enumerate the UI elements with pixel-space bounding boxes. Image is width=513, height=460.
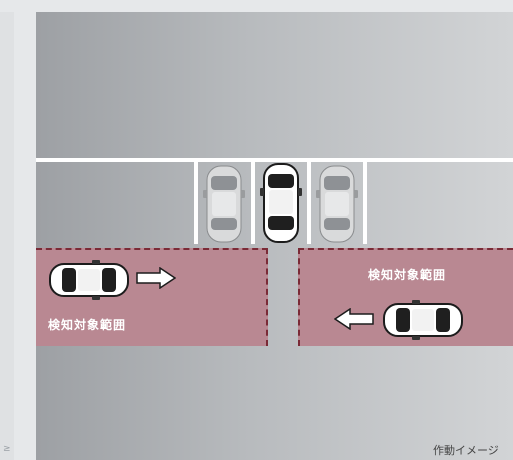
detection-zone-right: 検知対象範囲 (298, 248, 513, 346)
left-panel: ≥ (0, 12, 14, 460)
arrow-right-icon (136, 267, 176, 289)
reversing-car-icon (260, 163, 302, 243)
approaching-car-icon (49, 260, 129, 300)
approaching-car-icon (383, 300, 463, 340)
stall-divider-3 (307, 158, 311, 244)
arrow-left-icon (334, 308, 374, 330)
stall-line-horizontal (36, 158, 513, 162)
left-panel-mark: ≥ (3, 444, 11, 454)
detection-zone-right-label: 検知対象範囲 (368, 268, 447, 282)
parked-car-icon (316, 165, 358, 243)
stall-divider-2 (251, 158, 255, 244)
stall-divider-1 (194, 158, 198, 244)
parking-scene: 検知対象範囲 検知対象範囲 (36, 12, 513, 460)
detection-zone-left-label: 検知対象範囲 (48, 318, 127, 332)
caption: 作動イメージ (433, 444, 499, 457)
parked-car-icon (203, 165, 245, 243)
stall-divider-4 (363, 158, 367, 244)
